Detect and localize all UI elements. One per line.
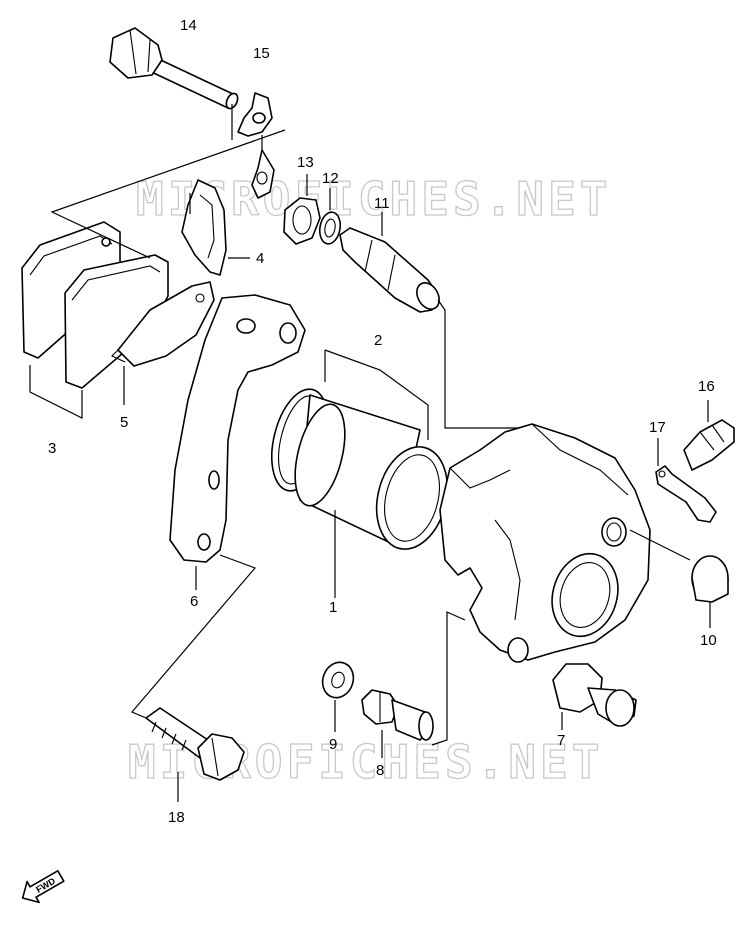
label-6: 6 xyxy=(190,593,198,610)
label-13: 13 xyxy=(297,154,314,171)
plug-drawing xyxy=(691,555,729,603)
pad-mount-bolt-drawing xyxy=(109,27,239,110)
pad-shim-drawing xyxy=(111,281,215,367)
bleeder-valve-drawing xyxy=(683,419,735,471)
label-7: 7 xyxy=(557,732,565,749)
leader-lines xyxy=(29,104,711,802)
washer-drawing xyxy=(321,661,355,699)
brake-pad-drawing xyxy=(21,221,169,389)
pad-spring-drawing xyxy=(181,179,227,276)
label-18: 18 xyxy=(168,809,185,826)
slide-pin-drawing xyxy=(552,663,637,727)
caliper-bracket-drawing xyxy=(169,294,306,563)
label-8: 8 xyxy=(376,762,384,779)
caliper-mount-bolt-drawing xyxy=(145,707,245,781)
pin-drawing xyxy=(339,227,440,313)
label-17: 17 xyxy=(649,419,666,436)
label-14: 14 xyxy=(180,17,197,34)
label-12: 12 xyxy=(322,170,339,187)
label-1: 1 xyxy=(329,599,337,616)
union-bolt-drawing xyxy=(361,689,434,741)
bleeder-cap-drawing xyxy=(655,465,717,523)
label-15: 15 xyxy=(253,45,270,62)
label-11: 11 xyxy=(374,195,390,212)
label-2: 2 xyxy=(374,332,382,349)
label-4: 4 xyxy=(256,250,264,267)
fwd-arrow: FWD xyxy=(21,870,65,904)
label-3: 3 xyxy=(48,440,56,457)
boot-drawing xyxy=(283,197,321,245)
washer-small-drawing xyxy=(318,211,342,245)
part-labels: 14 15 13 12 11 4 2 16 17 5 3 6 1 10 7 9 … xyxy=(48,17,717,826)
label-16: 16 xyxy=(698,378,715,395)
caliper-body-drawing xyxy=(439,423,651,663)
piston-drawing xyxy=(294,394,449,550)
lock-washer-drawing xyxy=(237,92,275,199)
label-5: 5 xyxy=(120,414,128,431)
label-10: 10 xyxy=(700,632,717,649)
label-9: 9 xyxy=(329,736,337,753)
